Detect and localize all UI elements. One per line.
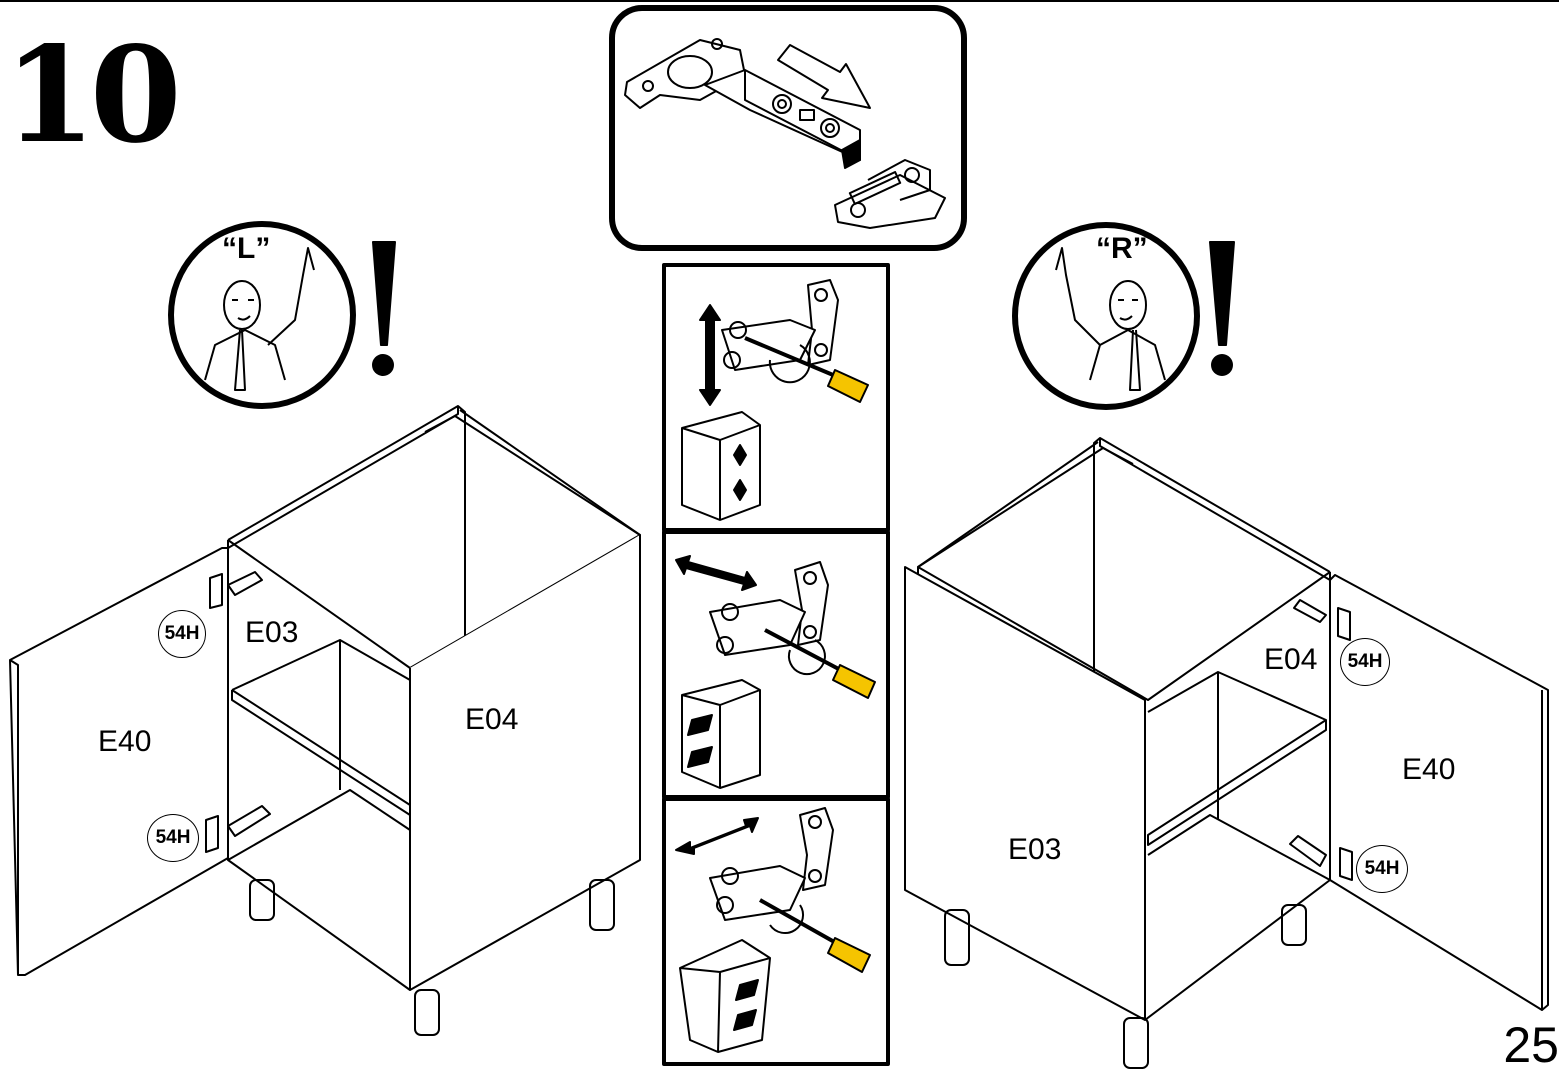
exclamation-icon	[1209, 241, 1235, 346]
right-cabinet	[904, 437, 1549, 1069]
screwdriver-icon	[764, 628, 876, 699]
depth-arrow-icon	[675, 555, 757, 591]
pointing-man-icon	[1012, 222, 1200, 410]
left-cabinet	[9, 405, 641, 1036]
mounting-plate-icon	[834, 159, 946, 229]
right-door-label: E40	[1402, 753, 1456, 786]
top-rule	[0, 0, 1559, 2]
left-door-label: E40	[98, 725, 152, 758]
page-number: 25	[1503, 1017, 1559, 1073]
exclamation-icon	[372, 241, 396, 346]
right-warning-label: “R”	[1096, 232, 1148, 265]
vertical-arrow-icon	[699, 304, 721, 406]
step-number: 10	[4, 18, 182, 173]
door-adjust-icon	[681, 411, 761, 521]
left-hinge-top-badge: 54H	[158, 610, 206, 658]
hinge-icon	[721, 279, 839, 371]
right-inner-side-label: E04	[1264, 643, 1318, 676]
left-warning-label: “L”	[222, 232, 271, 265]
door-adjust-icon	[679, 939, 771, 1053]
hinge-icon	[709, 807, 834, 921]
right-hinge-bottom-badge: 54H	[1356, 845, 1408, 893]
left-inner-side-label: E03	[245, 616, 299, 649]
pointing-man-icon	[168, 221, 356, 409]
right-hinge-top-badge: 54H	[1340, 638, 1390, 686]
screwdriver-icon	[744, 336, 869, 403]
hinge-inset-frame	[609, 5, 967, 251]
exclamation-dot	[372, 354, 394, 376]
hinge-clip-icon	[624, 38, 861, 169]
direction-arrow-icon	[777, 44, 871, 109]
exclamation-dot	[1211, 354, 1233, 376]
door-adjust-icon	[681, 679, 761, 789]
right-outer-side-label: E03	[1008, 833, 1062, 866]
left-outer-side-label: E04	[465, 703, 519, 736]
screwdriver-icon	[759, 898, 871, 973]
hinge-icon	[709, 561, 829, 656]
horizontal-arrow-icon	[675, 817, 759, 855]
left-hinge-bottom-badge: 54H	[147, 814, 199, 862]
adjust-panel-3	[662, 797, 890, 1066]
